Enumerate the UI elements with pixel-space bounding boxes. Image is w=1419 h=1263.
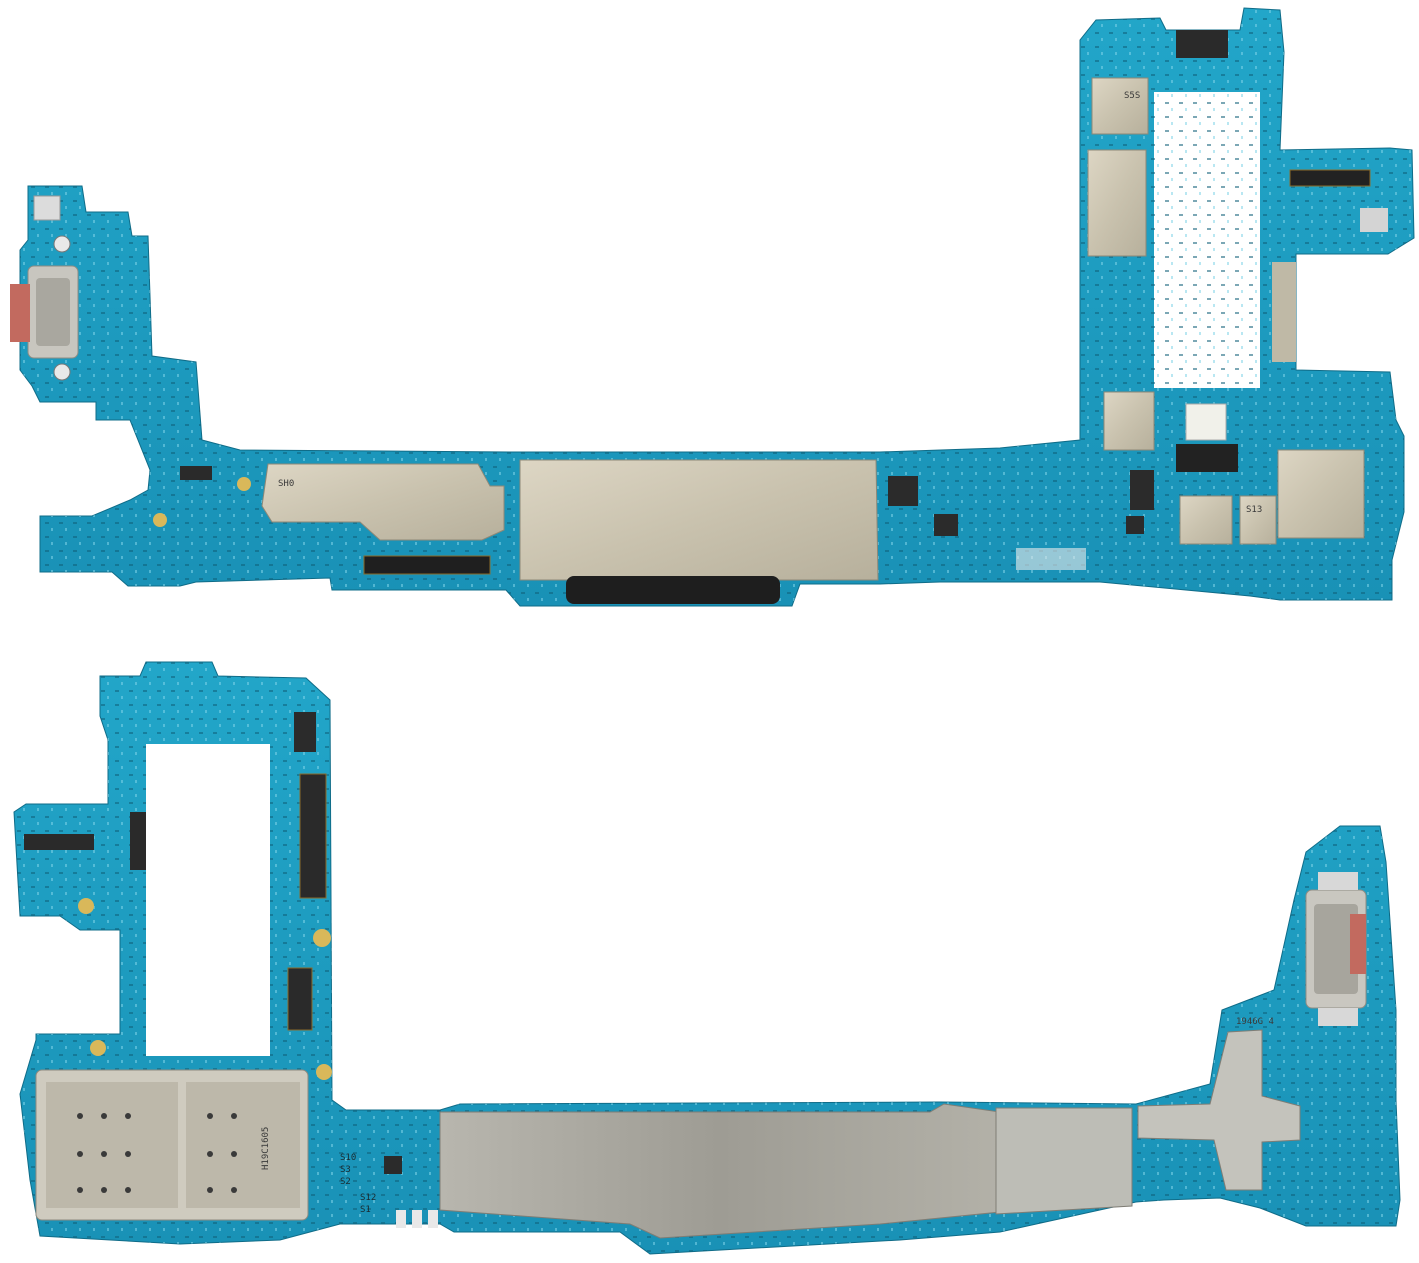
top-shield-right-2 (1087, 149, 1147, 257)
top-board: SH0 S5S S13 (10, 7, 1415, 607)
sim-card-tray: H19C1605 (35, 1069, 309, 1221)
bottom-shield-t (1137, 1029, 1301, 1191)
svg-text:S2: S2 (340, 1177, 351, 1187)
bottom-shield-main (439, 1103, 1001, 1239)
top-ribbon-connector (363, 555, 491, 575)
bottom-board: H19C1605 1946G 4 S12 S1 S10 S3 (13, 661, 1401, 1255)
bottom-usb-port (1305, 872, 1367, 1026)
bottom-serial: 1946G 4 (1236, 1017, 1274, 1027)
bottom-flex-connector-1 (299, 773, 327, 899)
top-shield-right-1 (1091, 77, 1149, 135)
sim-tray-code: H19C1605 (261, 1127, 271, 1170)
top-black-connector (566, 576, 780, 604)
svg-text:S5S: S5S (1124, 91, 1140, 101)
svg-text:S3: S3 (340, 1165, 351, 1175)
svg-text:S10: S10 (340, 1153, 356, 1163)
top-shield-right-4 (1277, 449, 1365, 539)
top-shield-label: SH0 (278, 479, 294, 489)
svg-text:S13: S13 (1246, 505, 1262, 515)
top-shield-center (519, 459, 879, 581)
top-shield-left (261, 463, 505, 541)
top-flex-connector-right (1289, 169, 1371, 187)
top-shield-right-3 (1103, 391, 1155, 451)
bottom-flex-connector-2 (287, 967, 313, 1031)
svg-text:S1: S1 (360, 1205, 371, 1215)
bottom-shield-right (995, 1107, 1133, 1215)
top-usb-port (10, 195, 79, 381)
svg-text:S12: S12 (360, 1193, 376, 1203)
